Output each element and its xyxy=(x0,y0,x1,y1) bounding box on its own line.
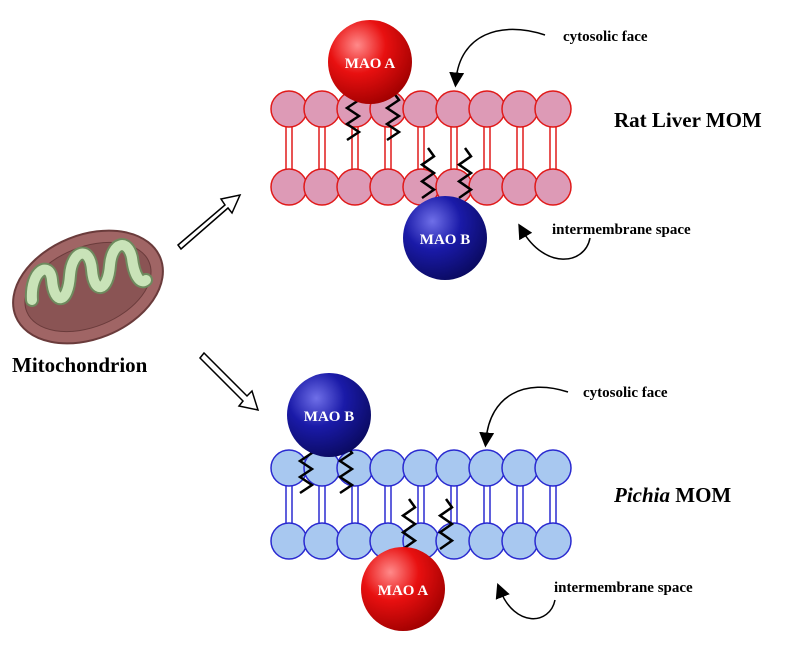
bottom-protein xyxy=(361,547,445,631)
mitochondrion-label: Mitochondrion xyxy=(12,353,148,377)
lipid-head xyxy=(501,522,539,560)
lipid-head xyxy=(468,90,506,128)
membrane-title-rest: MOM xyxy=(670,483,732,507)
lipid-head xyxy=(270,90,308,128)
curved-arrow-icon xyxy=(495,583,556,620)
zigzag-anchor-icon xyxy=(456,147,474,200)
membrane-panel: MAO B MAO A xyxy=(270,373,572,631)
mitochondrion-icon xyxy=(12,229,164,345)
zigzag-anchor-icon xyxy=(437,498,455,551)
arrow-outline-icon xyxy=(176,193,242,251)
lipid-head xyxy=(336,449,374,487)
top-protein xyxy=(287,373,371,457)
lipid-head xyxy=(369,449,407,487)
top-protein xyxy=(328,20,412,104)
lipid-head xyxy=(468,449,506,487)
lipid-head xyxy=(303,522,341,560)
zigzag-anchor-icon xyxy=(337,444,355,495)
lipid-head xyxy=(402,90,440,128)
membrane-title-italic: Pichia xyxy=(614,483,670,507)
bottom-protein-label: MAO B xyxy=(420,232,470,248)
lipid-head xyxy=(468,522,506,560)
zigzag-anchor-icon xyxy=(400,498,418,551)
lipid-head xyxy=(270,168,308,206)
lipid-head xyxy=(534,449,572,487)
lipid-head xyxy=(369,168,407,206)
top-protein-label: MAO A xyxy=(345,56,396,72)
curved-arrow-icon xyxy=(518,223,591,260)
lipid-head xyxy=(303,90,341,128)
cytosolic-face-label: cytosolic face xyxy=(583,385,668,401)
curved-arrow-icon xyxy=(449,28,546,88)
membrane-title: Rat Liver MOM xyxy=(614,108,762,132)
lipid-head xyxy=(303,168,341,206)
lipid-head xyxy=(501,449,539,487)
membrane-panel: MAO A MAO B xyxy=(270,20,591,280)
cytosolic-face-label: cytosolic face xyxy=(563,29,648,45)
bottom-protein xyxy=(403,196,487,280)
arrow-outline-icon xyxy=(198,351,260,411)
zigzag-anchor-icon xyxy=(384,91,402,142)
lipid-head xyxy=(435,449,473,487)
lipid-head xyxy=(336,168,374,206)
zigzag-anchor-icon xyxy=(419,147,437,200)
membrane-title: Pichia MOM xyxy=(614,483,731,508)
bottom-protein-label: MAO A xyxy=(378,583,429,599)
lipid-head xyxy=(270,449,308,487)
intermembrane-space-label: intermembrane space xyxy=(552,222,691,238)
curved-arrow-icon xyxy=(479,386,569,448)
intermembrane-space-label: intermembrane space xyxy=(554,580,693,596)
lipid-head xyxy=(534,522,572,560)
lipid-head xyxy=(435,90,473,128)
lipid-head xyxy=(435,522,473,560)
top-protein-label: MAO B xyxy=(304,409,354,425)
lipid-head xyxy=(270,522,308,560)
lipid-head xyxy=(501,168,539,206)
lipid-head xyxy=(534,168,572,206)
lipid-head xyxy=(336,522,374,560)
lipid-head xyxy=(468,168,506,206)
lipid-head xyxy=(402,449,440,487)
lipid-head xyxy=(534,90,572,128)
lipid-head xyxy=(501,90,539,128)
